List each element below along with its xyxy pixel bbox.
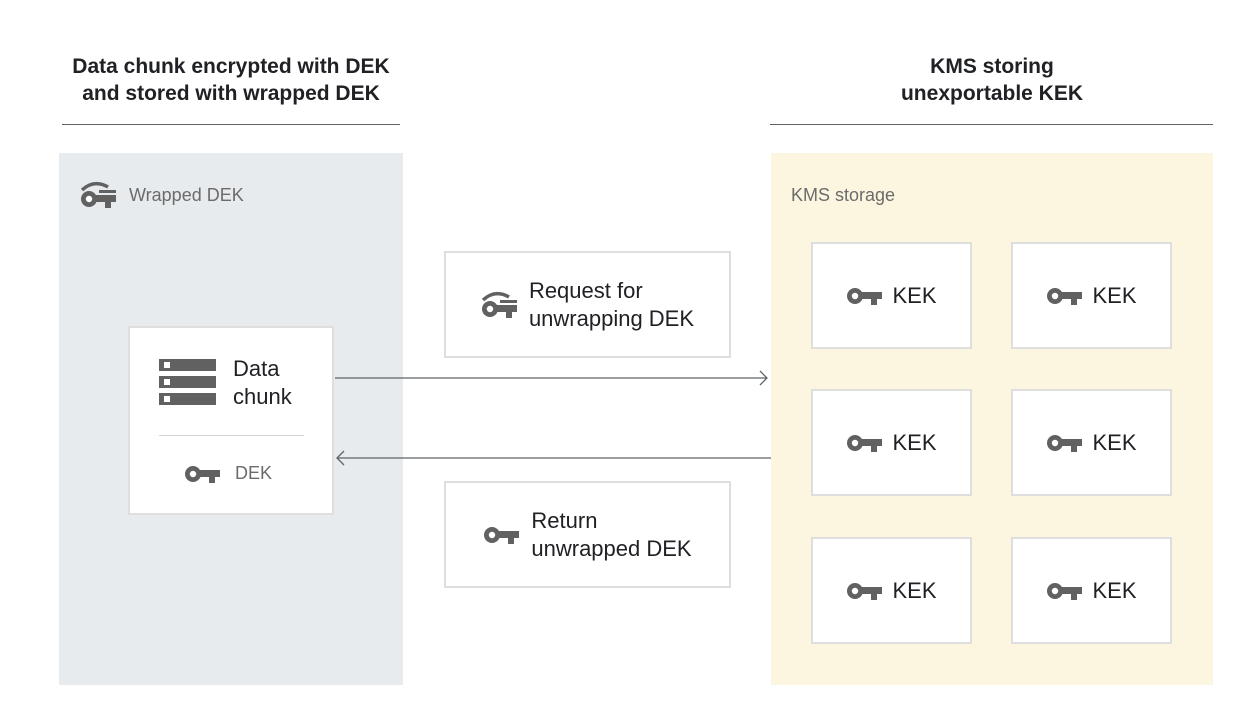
key-icon [184, 464, 220, 484]
card-divider [159, 435, 304, 436]
request-arrow [335, 370, 768, 386]
right-heading-line1: KMS storing [930, 55, 1054, 78]
return-line1: Return [531, 507, 598, 533]
key-icon [846, 286, 882, 306]
kek-box: KEK [811, 242, 972, 349]
key-icon [483, 525, 519, 545]
data-chunk-card: Data chunk DEK [128, 326, 334, 515]
data-chunk-line1: Data [233, 356, 280, 381]
kek-label: KEK [892, 429, 937, 455]
return-dek-box: Return unwrapped DEK [444, 481, 731, 588]
left-divider [62, 124, 400, 125]
return-arrow [336, 450, 771, 466]
key-icon [1046, 286, 1082, 306]
key-icon [1046, 581, 1082, 601]
kek-box: KEK [811, 389, 972, 496]
return-line2: unwrapped DEK [531, 535, 692, 561]
wrapped-key-icon [80, 181, 116, 209]
kek-label: KEK [892, 282, 937, 308]
key-icon [846, 581, 882, 601]
data-chunk-title: Data chunk [233, 355, 292, 411]
storage-icon [159, 359, 216, 405]
left-heading-line2: and stored with wrapped DEK [82, 82, 380, 105]
kek-box: KEK [1011, 242, 1172, 349]
request-line2: unwrapping DEK [528, 305, 695, 331]
request-line1: Request for [528, 277, 643, 303]
kms-storage-label: KMS storage [791, 185, 896, 205]
kek-label: KEK [1092, 577, 1137, 603]
right-divider [770, 124, 1213, 125]
right-heading-line2: unexportable KEK [900, 82, 1084, 105]
kek-label: KEK [1092, 429, 1137, 455]
dek-label: DEK [235, 463, 273, 483]
wrapped-key-icon [481, 291, 517, 319]
kek-box: KEK [1011, 537, 1172, 644]
key-icon [1046, 433, 1082, 453]
left-heading-line1: Data chunk encrypted with DEK [72, 55, 390, 78]
left-heading: Data chunk encrypted with DEK and stored… [31, 53, 431, 107]
key-icon [846, 433, 882, 453]
kek-label: KEK [1092, 282, 1137, 308]
kek-box: KEK [811, 537, 972, 644]
right-heading: KMS storing unexportable KEK [792, 53, 1192, 107]
data-chunk-line2: chunk [233, 384, 292, 409]
wrapped-dek-label: Wrapped DEK [129, 184, 244, 205]
dek-row: DEK [184, 463, 272, 484]
kek-box: KEK [1011, 389, 1172, 496]
arrows [335, 370, 771, 466]
kek-label: KEK [892, 577, 937, 603]
wrapped-dek-header: Wrapped DEK [80, 181, 244, 209]
request-unwrap-box: Request for unwrapping DEK [444, 251, 731, 358]
